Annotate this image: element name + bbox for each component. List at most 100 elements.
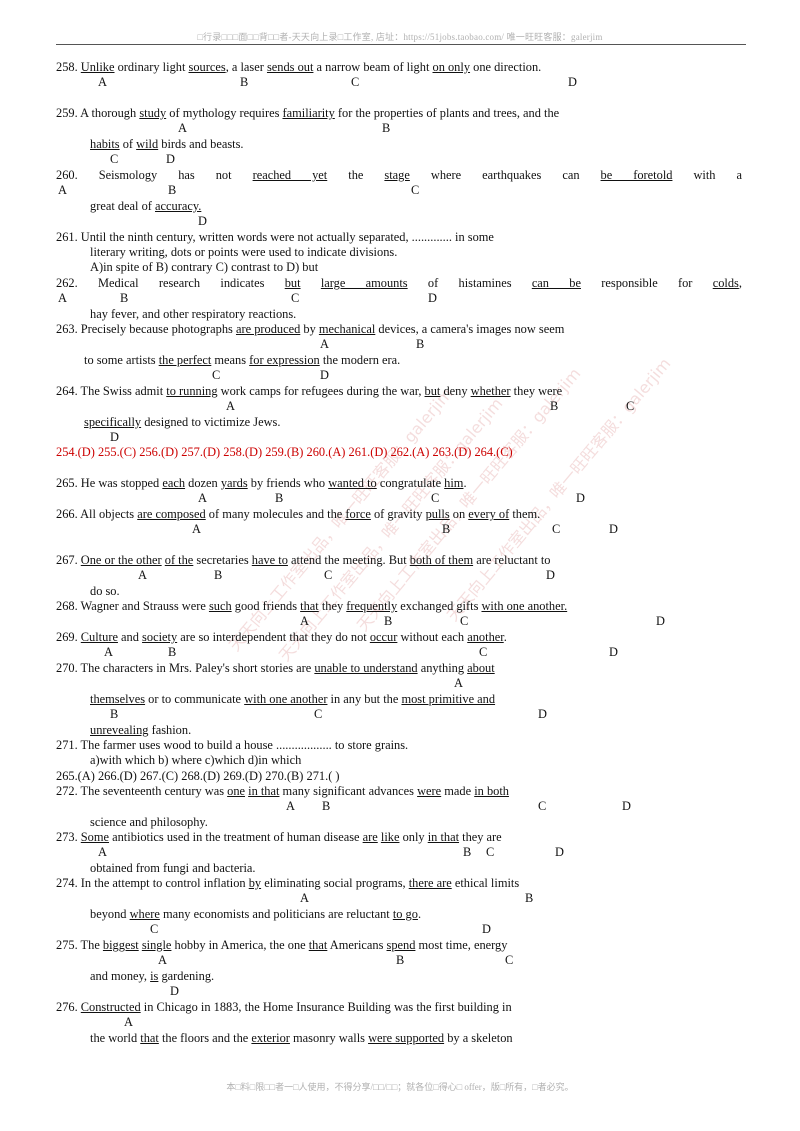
- option-letter: B: [110, 707, 119, 721]
- option-letter: D: [198, 214, 207, 228]
- text-segment: 259. A thorough: [56, 106, 140, 120]
- text-segment: masonry walls: [289, 1031, 369, 1045]
- question-text-line: 276. Constructed in Chicago in 1883, the…: [56, 1000, 512, 1014]
- text-segment: of: [119, 137, 137, 151]
- underlined-segment: are: [362, 830, 378, 844]
- underlined-segment: specifically: [84, 415, 142, 429]
- underlined-segment: reached yet: [252, 168, 328, 182]
- question-text-line: 258. Unlike ordinary light sources, a la…: [56, 60, 541, 74]
- text-segment: attend the meeting. But: [287, 553, 410, 567]
- text-segment: they were: [510, 384, 563, 398]
- question-text-line: 262. Medical research indicates but larg…: [56, 276, 742, 290]
- text-segment: are so interdependent that they do not: [177, 630, 370, 644]
- question-text-line: 269. Culture and society are so interdep…: [56, 630, 507, 644]
- text-segment: 265. He was stopped: [56, 476, 163, 490]
- underlined-segment: wild: [136, 137, 159, 151]
- question-text-line: unrevealing fashion.: [90, 723, 191, 737]
- option-letter: A: [104, 645, 113, 659]
- option-letter: B: [550, 399, 559, 413]
- option-letter: C: [351, 75, 360, 89]
- underlined-segment: another: [467, 630, 504, 644]
- option-letter: C: [411, 183, 420, 197]
- text-segment: on: [449, 507, 469, 521]
- option-letter: B: [463, 845, 472, 859]
- underlined-segment: One or the other: [80, 553, 162, 567]
- option-letter: A: [58, 183, 67, 197]
- underlined-segment: the perfect: [158, 353, 212, 367]
- option-letter: D: [555, 845, 564, 859]
- text-segment: by: [300, 322, 319, 336]
- text-segment: by friends who: [247, 476, 329, 490]
- option-letter: D: [110, 430, 119, 444]
- underlined-segment: to running: [166, 384, 218, 398]
- text-segment: 276.: [56, 1000, 81, 1014]
- option-letter: D: [482, 922, 491, 936]
- underlined-segment: Culture: [80, 630, 118, 644]
- text-segment: of histamines: [407, 276, 532, 290]
- option-letter: A: [300, 614, 309, 628]
- question-text-line: habits of wild birds and beasts.: [90, 137, 244, 151]
- option-letter: D: [609, 645, 618, 659]
- option-letter: A: [300, 891, 309, 905]
- text-segment: 268. Wagner and Strauss were: [56, 599, 209, 613]
- question-text-line: science and philosophy.: [90, 815, 208, 829]
- underlined-segment: in both: [474, 784, 509, 798]
- text-segment: them.: [509, 507, 541, 521]
- text-segment: only: [399, 830, 428, 844]
- option-letter: A: [286, 799, 295, 813]
- text-segment: many economists and politicians are relu…: [159, 907, 393, 921]
- option-letter: B: [442, 522, 451, 536]
- text-segment: hay fever, and other respiratory reactio…: [90, 307, 297, 321]
- underlined-segment: have to: [251, 553, 288, 567]
- question-text-line: great deal of accuracy.: [90, 199, 201, 213]
- underlined-segment: pulls: [425, 507, 450, 521]
- option-letter: C: [314, 707, 323, 721]
- text-segment: Americans: [327, 938, 387, 952]
- text-segment: and: [117, 630, 143, 644]
- text-segment: congratulate: [376, 476, 445, 490]
- question-text-line: 259. A thorough study of mythology requi…: [56, 106, 559, 120]
- underlined-segment: that: [300, 599, 319, 613]
- underlined-segment: to go: [392, 907, 418, 921]
- text-segment: 262. Medical research indicates: [56, 276, 285, 290]
- text-segment: dozen: [185, 476, 221, 490]
- option-letter: B: [168, 183, 177, 197]
- text-segment: to some artists: [84, 353, 159, 367]
- question-text-line: themselves or to communicate with one an…: [90, 692, 495, 706]
- underlined-segment: frequently: [346, 599, 398, 613]
- text-segment: 265.(A) 266.(D) 267.(C) 268.(D) 269.(D) …: [56, 769, 340, 783]
- underlined-segment: exterior: [251, 1031, 290, 1045]
- underlined-segment: large amounts: [320, 276, 408, 290]
- option-letter: C: [538, 799, 547, 813]
- underlined-segment: that: [140, 1031, 159, 1045]
- underlined-segment: sends out: [266, 60, 314, 74]
- question-text-line: 263. Precisely because photographs are p…: [56, 322, 564, 336]
- text-segment: work camps for refugees during the war,: [217, 384, 425, 398]
- underlined-segment: in that: [248, 784, 280, 798]
- question-text-line: 268. Wagner and Strauss were such good f…: [56, 599, 567, 613]
- text-segment: 267.: [56, 553, 81, 567]
- page-header: □行录□□□面□□背□□者-天天向上录□工作室, 店址：https://51jo…: [197, 32, 603, 42]
- option-letter: D: [320, 368, 329, 382]
- option-letter: D: [568, 75, 577, 89]
- text-segment: the floors and the: [158, 1031, 252, 1045]
- underlined-segment: society: [142, 630, 178, 644]
- text-segment: they: [318, 599, 347, 613]
- text-segment: literary writing, dots or points were us…: [90, 245, 398, 259]
- underlined-segment: sources: [188, 60, 226, 74]
- text-segment: are reluctant to: [473, 553, 551, 567]
- option-letter: C: [110, 152, 119, 166]
- question-text-line: 270. The characters in Mrs. Paley's shor…: [56, 661, 495, 675]
- question-text-line: 272. The seventeenth century was one in …: [56, 784, 509, 798]
- text-segment: [301, 276, 321, 290]
- underlined-segment: both of them: [409, 553, 474, 567]
- question-text-line: do so.: [90, 584, 120, 598]
- option-letter: C: [150, 922, 159, 936]
- option-letter: C: [552, 522, 561, 536]
- question-text-line: beyond where many economists and politic…: [90, 907, 421, 921]
- option-letter: C: [324, 568, 333, 582]
- underlined-segment: can be: [531, 276, 581, 290]
- text-segment: 275. The: [56, 938, 103, 952]
- text-segment: made: [441, 784, 475, 798]
- text-segment: and money,: [90, 969, 151, 983]
